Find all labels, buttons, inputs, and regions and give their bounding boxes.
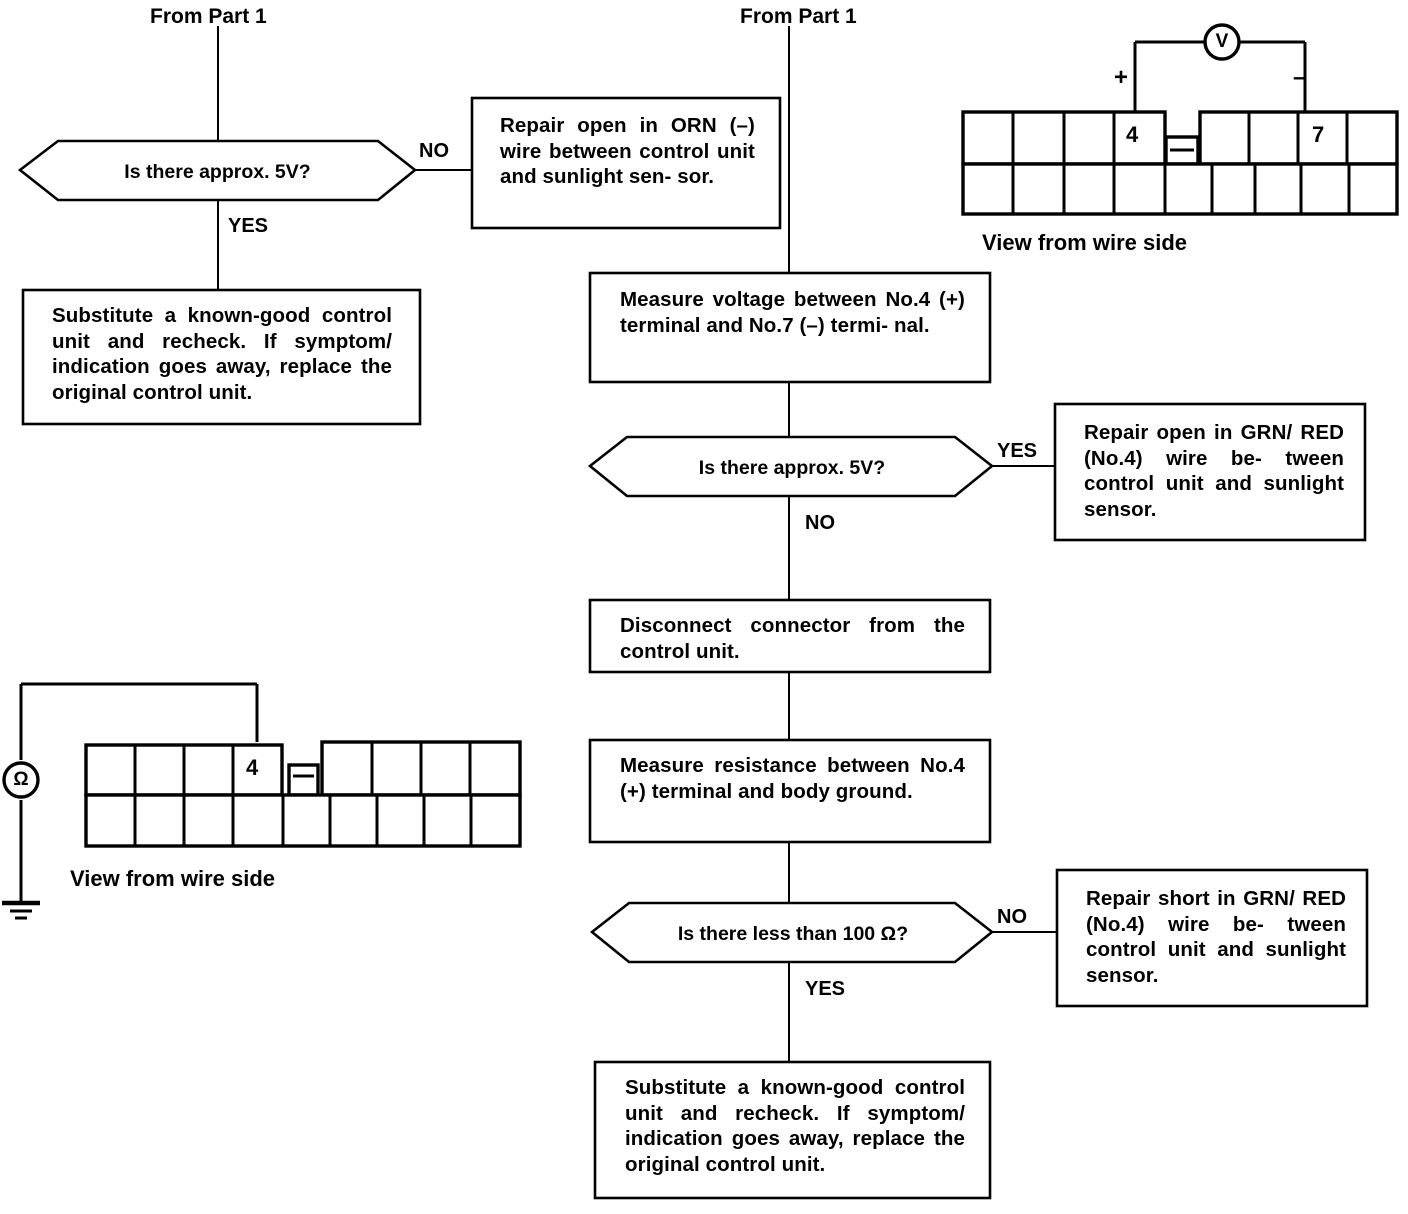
voltage-decision-yes-label: YES [997, 440, 1038, 462]
voltage-decision-label: Is there approx. 5V? [698, 457, 886, 479]
disconnect-box-outline [588, 598, 992, 674]
ohmmeter-figure-group [2, 682, 522, 920]
ohmmeter-circle [2, 761, 40, 799]
left-decision-label: Is there approx. 5V? [124, 161, 311, 183]
entry-label-center: From Part 1 [740, 5, 857, 28]
voltmeter-terminal-7-label: 7 [1312, 122, 1325, 147]
disconnect-box-text: Disconnect connector from the control un… [620, 614, 965, 663]
voltmeter-minus-icon: – [1293, 64, 1307, 91]
voltmeter-terminal-4-label: 4 [1126, 122, 1139, 147]
resistance-no-box-outline [1055, 868, 1369, 1008]
measure-resistance-box-text: Measure resistance between No.4 (+) term… [620, 754, 965, 803]
left-decision-yes-label: YES [228, 215, 269, 237]
ohmmeter-figure-caption: View from wire side [70, 866, 276, 891]
voltmeter-bottom-row [961, 162, 1399, 216]
ohmmeter-symbol-icon: Ω [13, 769, 29, 790]
voltage-yes-box-outline [1053, 402, 1367, 542]
voltmeter-figure-group [961, 23, 1399, 216]
measure-resistance-box-outline [588, 738, 992, 844]
left-yes-box-outline [21, 288, 422, 426]
final-box-outline [593, 1060, 992, 1200]
voltmeter-symbol-icon: V [1215, 31, 1229, 52]
voltmeter-circle [1203, 23, 1241, 61]
resistance-decision-label: Is there less than 100 Ω? [677, 923, 909, 945]
resistance-no-box-text: Repair short in GRN/ RED (No.4) wire be-… [1086, 887, 1346, 987]
voltage-decision-no-label: NO [805, 512, 835, 534]
voltmeter-plus-icon: + [1114, 64, 1129, 91]
measure-voltage-box-outline [588, 271, 992, 384]
final-box-text: Substitute a known-good control unit and… [625, 1076, 965, 1176]
ohmmeter-terminal-4-label: 4 [246, 755, 259, 780]
left-yes-box-text: Substitute a known-good control unit and… [52, 304, 392, 404]
ohmmeter-latch-notch [287, 763, 320, 797]
resistance-decision-no-label: NO [997, 906, 1027, 928]
ohmmeter-bottom-row [84, 793, 522, 848]
measure-voltage-box-text: Measure voltage between No.4 (+) termina… [620, 288, 965, 337]
left-no-box-text: Repair open in ORN (–) wire between cont… [500, 114, 755, 188]
voltage-yes-box-text: Repair open in GRN/ RED (No.4) wire be- … [1084, 421, 1344, 521]
voltmeter-figure-caption: View from wire side [982, 230, 1188, 255]
left-no-box-outline [470, 96, 782, 230]
entry-label-left: From Part 1 [150, 5, 267, 28]
left-decision-no-label: NO [419, 140, 449, 162]
resistance-decision-yes-label: YES [805, 978, 846, 1000]
